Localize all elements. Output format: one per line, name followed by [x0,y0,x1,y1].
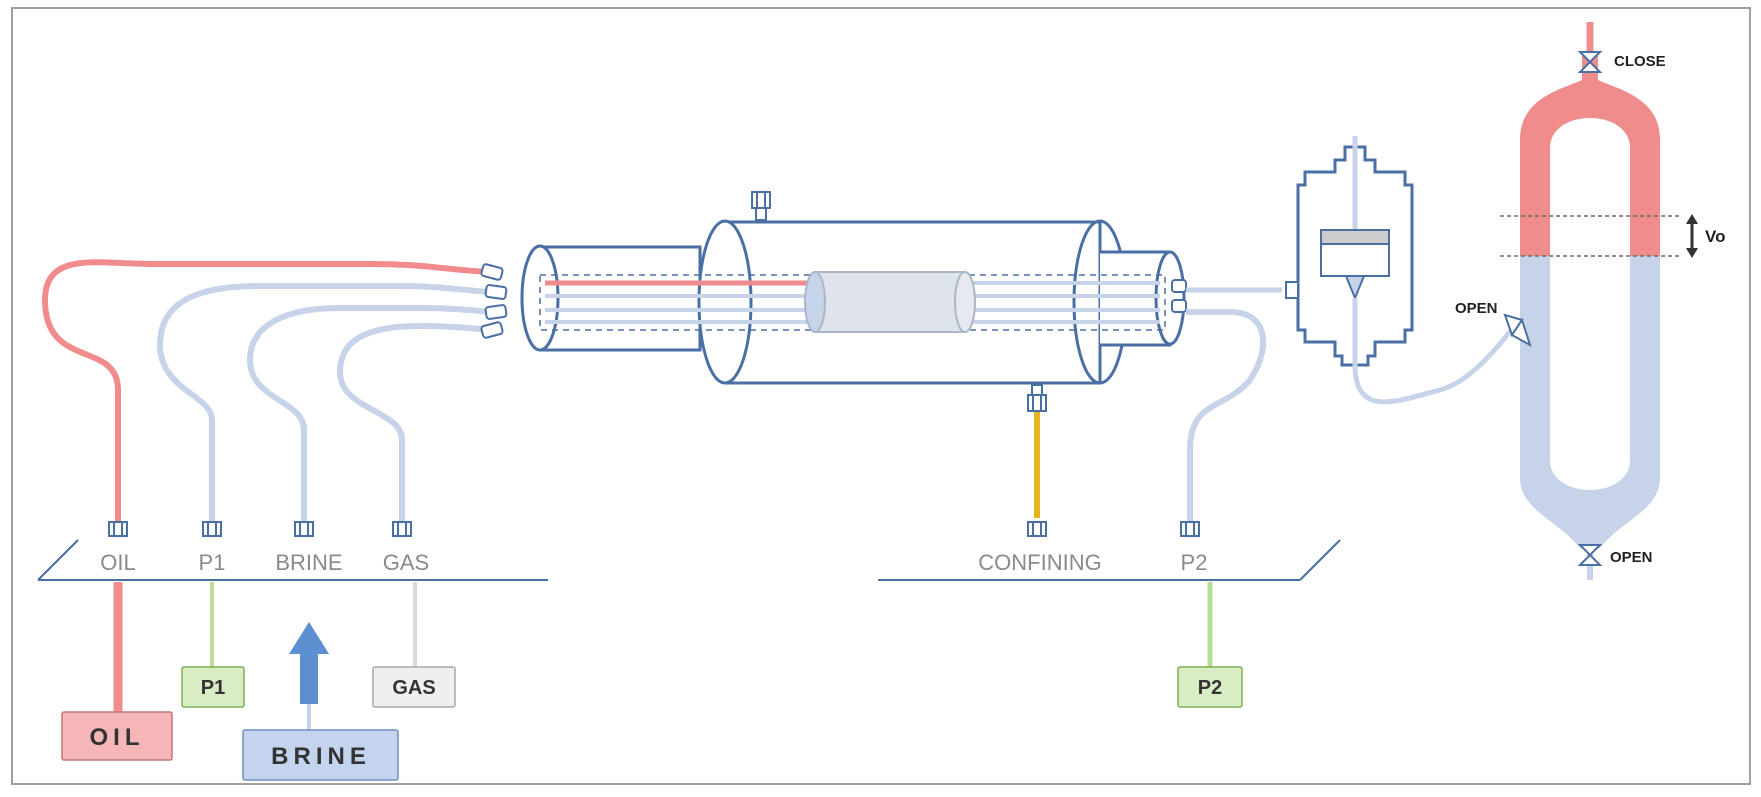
brine-source-label: BRINE [271,743,371,770]
p2-source-label: P2 [1198,677,1222,699]
p2-source-box[interactable]: P2 [1177,666,1243,708]
brine-inflow-arrow-icon [289,622,329,730]
oil-source-label: OIL [90,724,145,751]
bpr-outlet-tube [1352,323,1517,405]
brine-source-box[interactable]: BRINE [242,729,399,781]
inlet-tubing [41,259,493,525]
manifold-brine-label: BRINE [275,550,342,575]
outlet-manifold [878,539,1341,581]
brine-tube [246,305,493,525]
oil-source-box[interactable]: OIL [61,711,173,761]
gas-tube [336,322,493,525]
manifold-p1-label: P1 [199,550,226,575]
p1-source-label: P1 [201,677,225,699]
gas-source-box[interactable]: GAS [372,666,456,708]
gas-source-label: GAS [392,677,435,699]
confining-port-fitting [1027,384,1047,412]
inlet-endcap [540,245,702,352]
core-sample [814,271,966,333]
p1-source-box[interactable]: P1 [181,666,245,708]
manifold-fittings [108,521,1200,537]
valve-close-icon[interactable] [1577,51,1603,73]
manifold-p2-label: P2 [1181,550,1208,575]
valve-top-label: CLOSE [1614,53,1666,70]
inlet-manifold [37,539,548,581]
valve-bottom-open-icon[interactable] [1577,544,1603,566]
separator [1500,22,1698,580]
p1-tube [156,283,493,525]
manifold-oil-label: OIL [100,550,135,575]
valve-side-label: OPEN [1455,300,1498,317]
back-pressure-regulator [1285,136,1414,367]
core-holder [520,191,1187,412]
manifold-gas-label: GAS [383,550,429,575]
p2-tube [1186,309,1266,522]
oil-tube [41,259,493,525]
valve-side-open-icon[interactable] [1503,313,1532,348]
valve-bottom-label: OPEN [1610,549,1653,566]
manifold-confining-label: CONFINING [978,550,1101,575]
top-port-fitting [751,191,771,221]
inlet-connectors [480,263,508,339]
volume-marker-label: Vo [1705,227,1725,246]
